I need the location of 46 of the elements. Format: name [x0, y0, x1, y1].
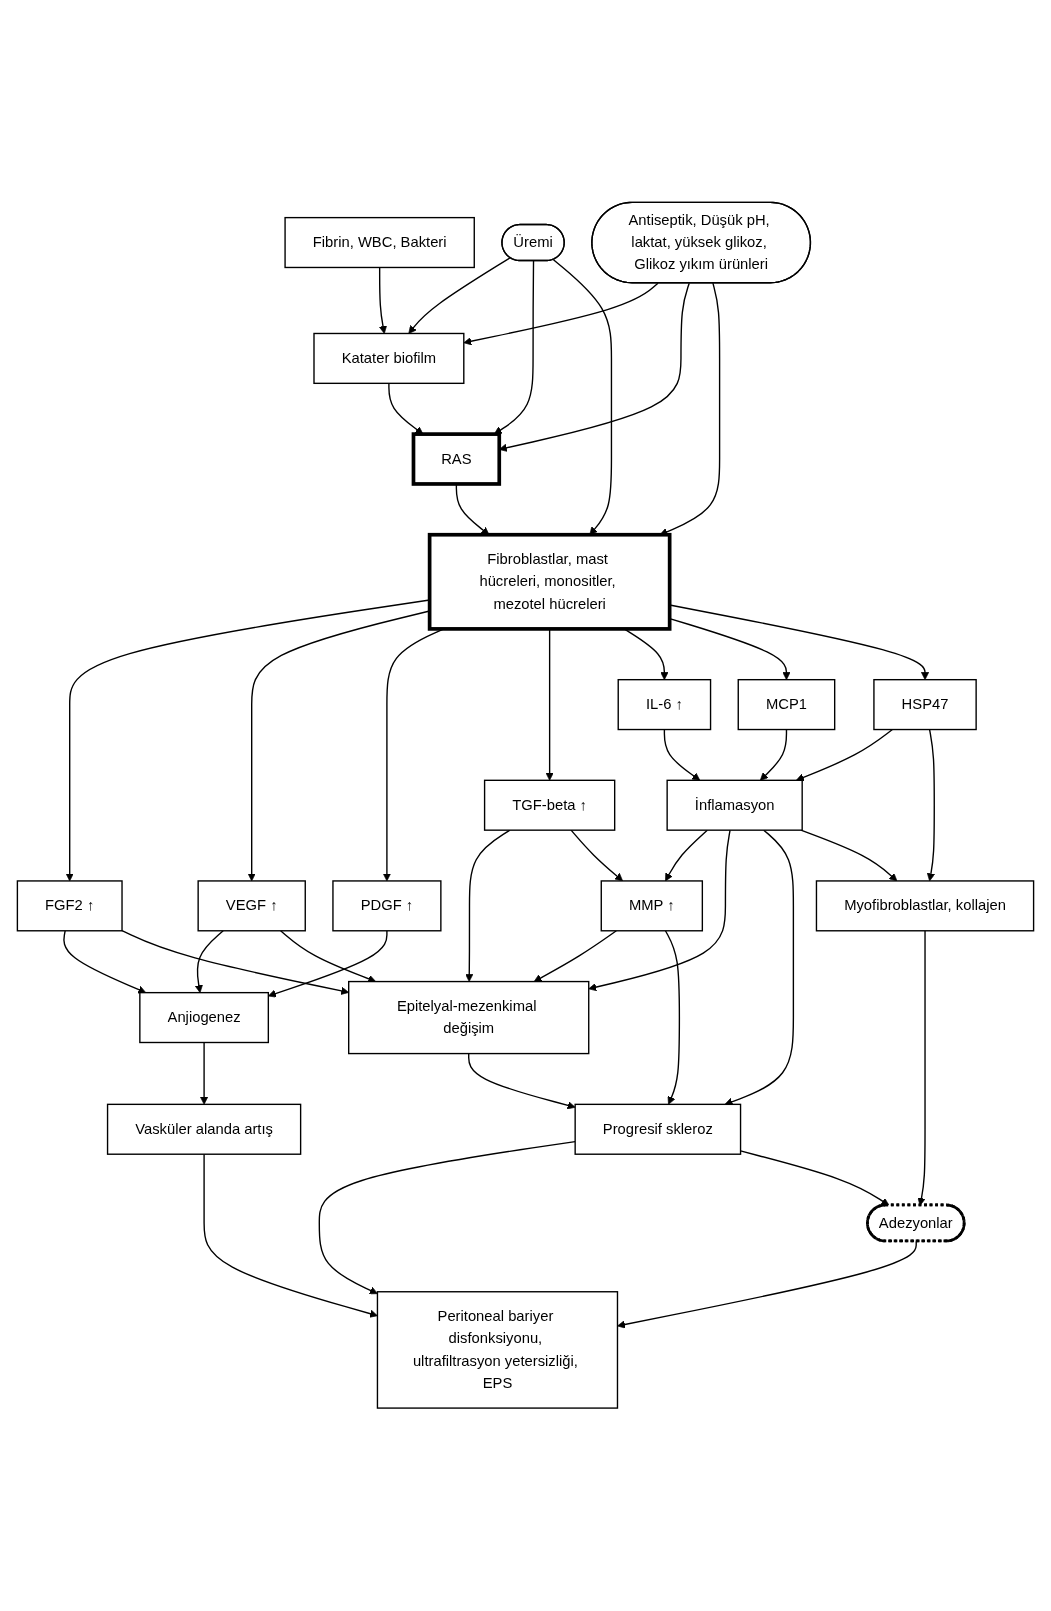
arrow	[494, 260, 535, 435]
node-box: Vasküler alanda artış	[106, 1103, 302, 1156]
arrow	[664, 930, 681, 1105]
arrow	[588, 829, 731, 992]
node-box: TGF-beta ↑	[483, 779, 616, 832]
arrow	[659, 282, 721, 536]
node-box: Fibroblastlar, mast hücreleri, monositler, mezotel hücreleri	[427, 533, 672, 631]
arrow	[194, 930, 224, 994]
node-box: VEGF ↑	[197, 880, 306, 932]
arrow	[379, 267, 387, 335]
node-box: RAS	[411, 432, 502, 487]
arrow	[759, 729, 788, 781]
arrow	[468, 1053, 576, 1110]
arrow	[465, 829, 511, 983]
node-box: Anjiogenez	[139, 992, 269, 1044]
arrow	[463, 282, 659, 346]
arrow	[665, 829, 708, 882]
arrow	[408, 257, 511, 335]
node-box: Peritoneal bariyer disfonksiyonu, ultrafiltrasyon yetersizliği, EPS	[376, 1291, 619, 1410]
node-box: IL-6 ↑	[617, 679, 712, 731]
node-box: MCP1	[737, 679, 836, 731]
node-box: MMP ↑	[600, 880, 704, 932]
arrow	[796, 729, 894, 782]
arrow	[724, 829, 795, 1106]
node-box: Myofibroblastlar, kollajen	[815, 880, 1035, 932]
node-box: HSP47	[873, 679, 977, 731]
arrow	[663, 729, 701, 781]
arrow	[552, 259, 613, 536]
node-box: Fibrin, WBC, Bakteri	[284, 217, 475, 269]
arrow	[570, 829, 623, 882]
arrow	[926, 729, 935, 882]
arrow	[388, 382, 424, 435]
arrow	[200, 1042, 209, 1105]
arrow	[63, 930, 147, 994]
arrow	[203, 1153, 378, 1318]
node-box: PDGF ↑	[332, 880, 442, 932]
node-box: Epitelyal-mezenkimal değişim	[348, 981, 590, 1055]
node-box: İnflamasyon	[666, 779, 803, 832]
node-box: FGF2 ↑	[16, 880, 123, 932]
arrow	[279, 930, 377, 983]
arrow	[617, 1241, 917, 1329]
arrow	[800, 829, 898, 882]
arrow	[267, 930, 388, 998]
arrow	[318, 1141, 576, 1295]
node-box: Katater biofilm	[313, 333, 465, 385]
node-box: Progresif skleroz	[574, 1103, 742, 1156]
